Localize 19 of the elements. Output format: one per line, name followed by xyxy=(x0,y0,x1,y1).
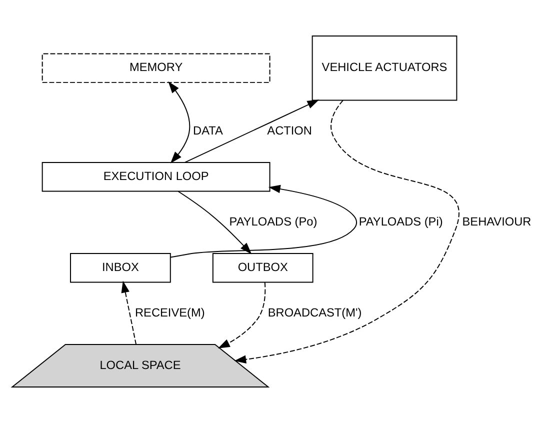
arrow xyxy=(121,280,137,344)
edge-label: PAYLOADS (Po) xyxy=(229,214,318,228)
edge-label: ACTION xyxy=(267,122,312,137)
node-box: VEHICLE ACTUATORS xyxy=(312,34,458,100)
node-box: MEMORY xyxy=(42,52,270,82)
arrow xyxy=(218,281,266,348)
arrow xyxy=(234,99,460,364)
edge-label: DATA xyxy=(193,122,223,137)
node-box: EXECUTION LOOP xyxy=(42,162,270,192)
node-box: OUTBOX xyxy=(212,252,314,282)
edge-label: PAYLOADS (Pi) xyxy=(358,214,443,228)
edge-label: RECEIVE(M) xyxy=(134,304,205,319)
arrow xyxy=(170,184,358,258)
edge-label: BEHAVIOUR xyxy=(462,214,532,228)
arrow xyxy=(184,99,320,162)
arrow xyxy=(178,190,252,254)
node-box: INBOX xyxy=(70,252,171,282)
edge-label: BROADCAST(M') xyxy=(268,304,362,319)
arrow xyxy=(168,80,190,163)
